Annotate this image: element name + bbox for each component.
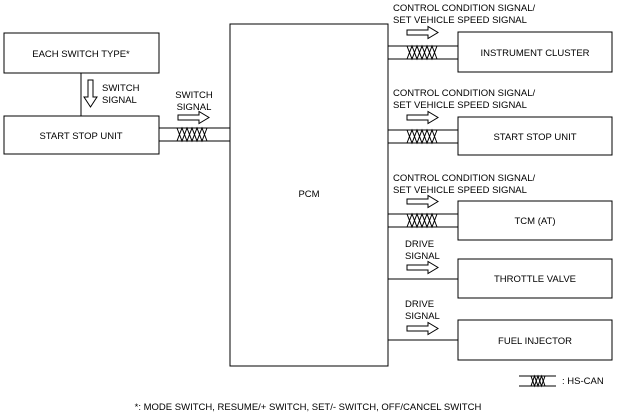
switch-signal-vertical-line1: SWITCH xyxy=(102,83,140,94)
drive-signal-throttle-arrow-icon xyxy=(406,260,439,275)
hs-can-line-start-stop-unit-right xyxy=(388,128,458,145)
control-condition-2-line1: CONTROL CONDITION SIGNAL/ xyxy=(393,88,536,99)
tcm-box xyxy=(457,200,613,241)
hs-can-legend-icon xyxy=(519,374,556,388)
switch-signal-vertical-line2: SIGNAL xyxy=(102,95,137,106)
instrument-cluster-box xyxy=(457,31,613,73)
start-stop-unit-left-label: START STOP UNIT xyxy=(39,131,122,142)
fuel-injector-label: FUEL INJECTOR xyxy=(498,336,572,347)
control-condition-3-line1: CONTROL CONDITION SIGNAL/ xyxy=(393,173,536,184)
control-condition-1-line1: CONTROL CONDITION SIGNAL/ xyxy=(393,3,536,14)
fuel-injector-box xyxy=(457,319,613,361)
drive-signal-injector-line1: DRIVE xyxy=(405,299,434,310)
drive-signal-injector-line2: SIGNAL xyxy=(405,311,440,322)
switch-signal-can-line2: SIGNAL xyxy=(177,102,212,113)
hs-can-line-instrument-cluster xyxy=(388,44,458,61)
start-stop-unit-right-label: START STOP UNIT xyxy=(493,132,576,143)
pcm-label: PCM xyxy=(298,189,319,200)
hs-can-line-tcm xyxy=(388,212,458,229)
throttle-valve-label: THROTTLE VALVE xyxy=(494,274,576,285)
footnote: *: MODE SWITCH, RESUME/+ SWITCH, SET/- S… xyxy=(135,402,482,413)
control-condition-3-line2: SET VEHICLE SPEED SIGNAL xyxy=(393,185,527,196)
pcm-box xyxy=(229,23,389,367)
each-switch-type-box xyxy=(3,32,160,74)
start-stop-unit-right-box xyxy=(457,116,613,156)
switch-signal-can-line1: SWITCH xyxy=(175,90,213,101)
each-switch-type-label: EACH SWITCH TYPE* xyxy=(32,49,130,60)
control-condition-1-line2: SET VEHICLE SPEED SIGNAL xyxy=(393,15,527,26)
drive-signal-throttle-line2: SIGNAL xyxy=(405,251,440,262)
hs-can-legend-label: : HS-CAN xyxy=(562,376,604,387)
drive-signal-injector-arrow-icon xyxy=(406,321,439,336)
hs-can-line-ssu-pcm xyxy=(159,126,230,143)
control-condition-2-line2: SET VEHICLE SPEED SIGNAL xyxy=(393,100,527,111)
control-condition-2-arrow-icon xyxy=(406,110,439,125)
tcm-label: TCM (AT) xyxy=(515,216,556,227)
throttle-valve-box xyxy=(457,258,613,299)
control-condition-1-arrow-icon xyxy=(406,25,439,40)
switch-signal-right-arrow-icon xyxy=(177,110,210,125)
drive-signal-throttle-line1: DRIVE xyxy=(405,239,434,250)
control-condition-3-arrow-icon xyxy=(406,194,439,209)
instrument-cluster-label: INSTRUMENT CLUSTER xyxy=(480,48,589,59)
start-stop-unit-left-box xyxy=(3,115,160,155)
switch-signal-down-arrow-icon xyxy=(83,79,98,108)
